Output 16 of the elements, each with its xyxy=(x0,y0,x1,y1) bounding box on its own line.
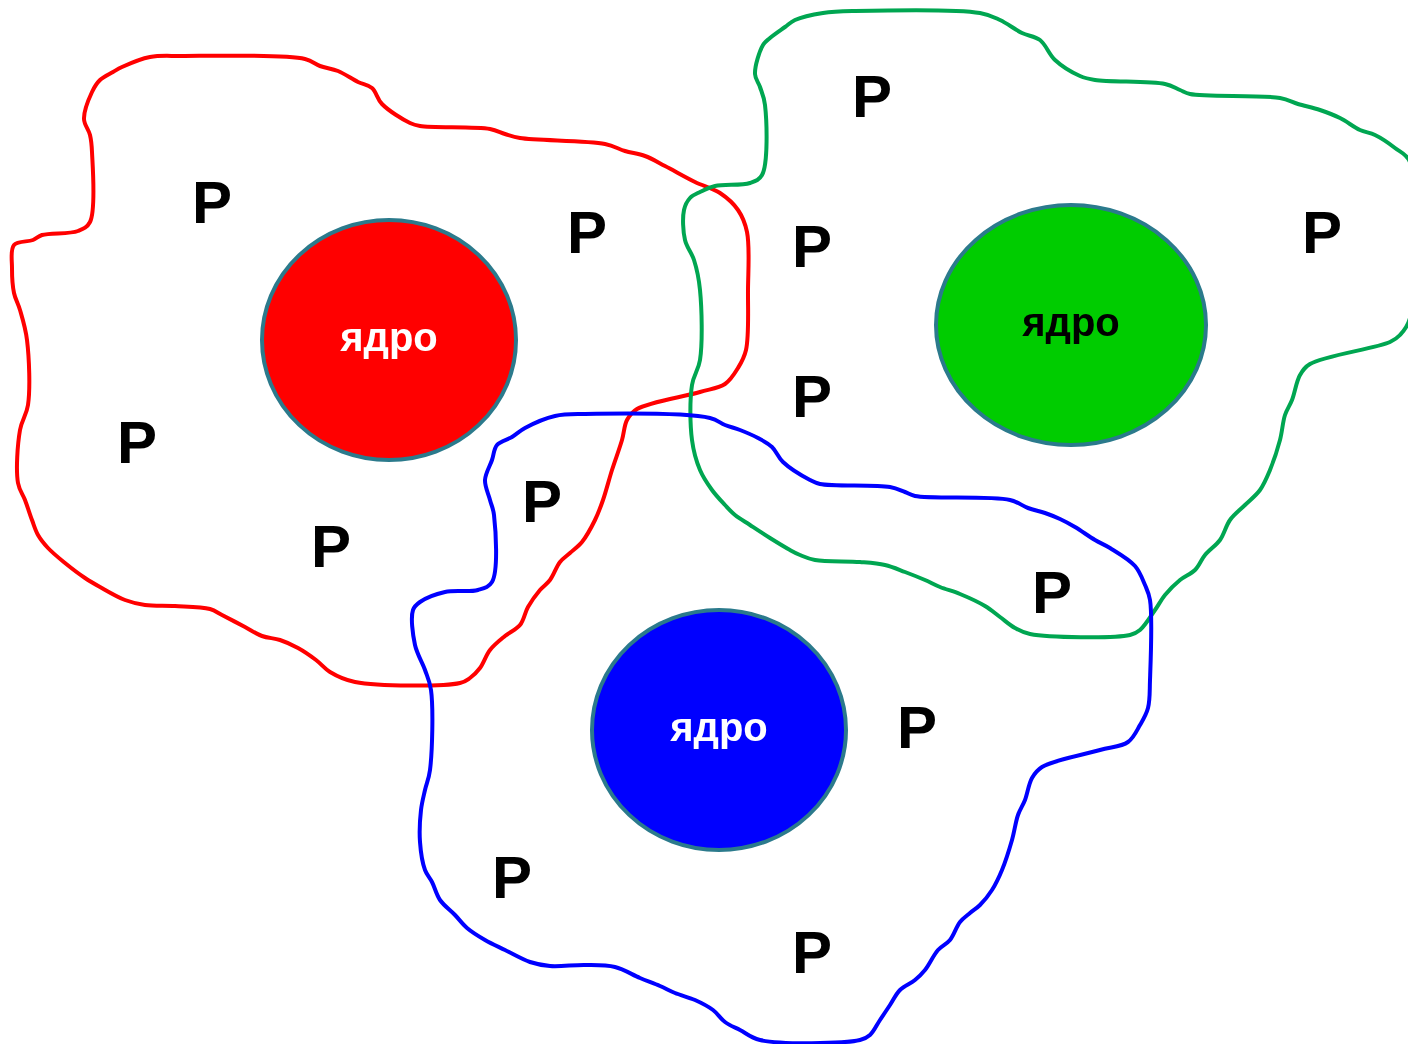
region-letter: P xyxy=(792,217,832,277)
region-letter: P xyxy=(192,173,232,233)
region-letter: P xyxy=(897,698,937,758)
region-letter: P xyxy=(792,367,832,427)
region-letter: P xyxy=(792,923,832,983)
region-letter: P xyxy=(522,472,562,532)
region-letter: P xyxy=(311,517,351,577)
nucleus-label: ядро xyxy=(669,705,769,751)
nucleus-label: ядро xyxy=(1021,300,1121,346)
region-letter: P xyxy=(852,67,892,127)
region-letter: P xyxy=(1032,563,1072,623)
region-letter: P xyxy=(492,848,532,908)
region-letter: P xyxy=(1302,203,1342,263)
nucleus-label: ядро xyxy=(339,315,439,361)
region-letter: P xyxy=(567,203,607,263)
region-letter: P xyxy=(117,413,157,473)
